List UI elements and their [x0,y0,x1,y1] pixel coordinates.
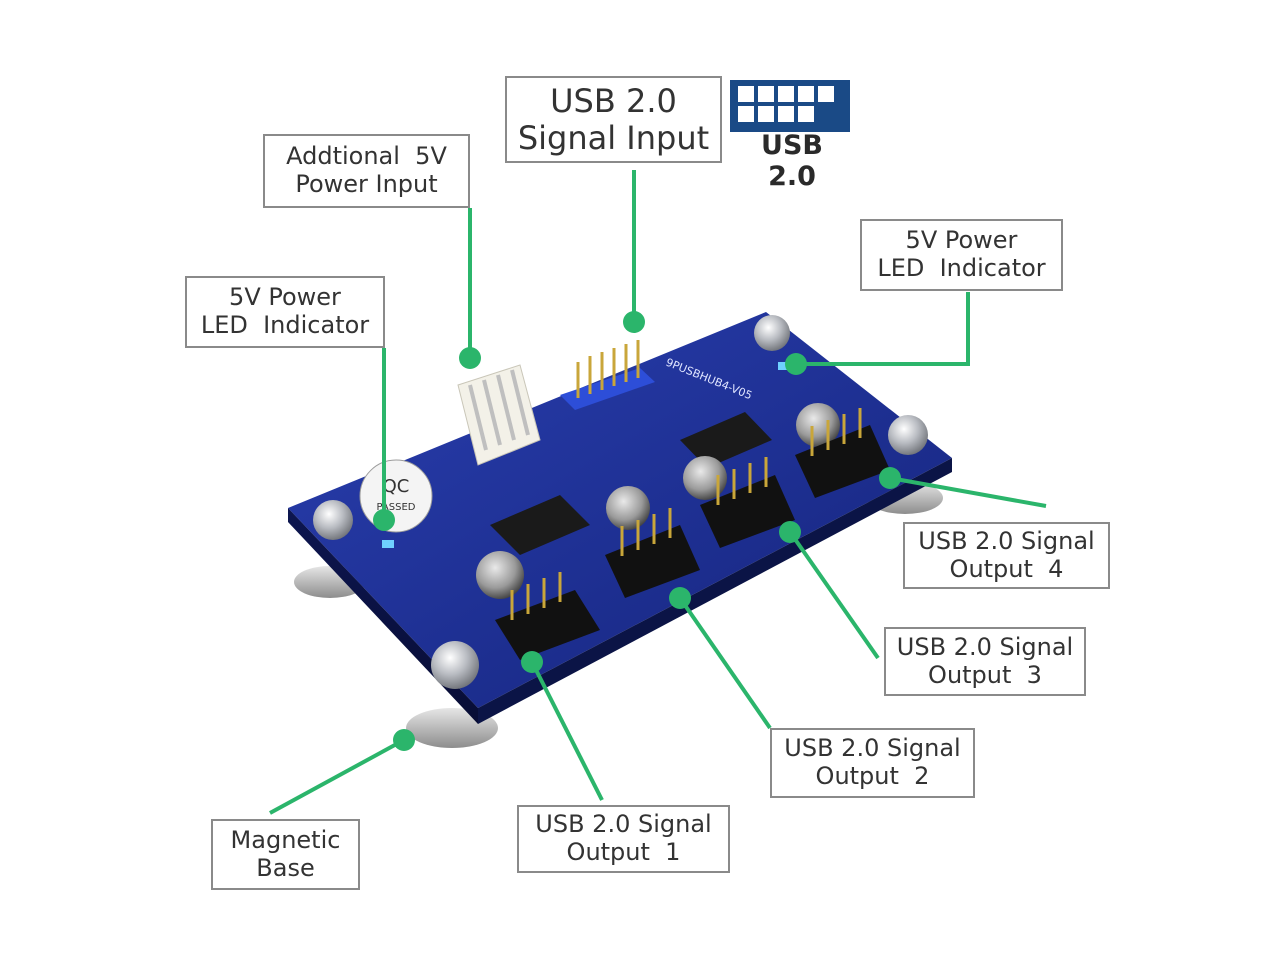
callout-led-left-line2: LED Indicator [200,311,370,339]
callout-magnetic-line2: Base [256,853,315,882]
callout-output2-line1: USB 2.0 Signal [784,734,961,763]
callout-led-right: 5V Power LED Indicator [860,219,1063,291]
callout-additional-power: Addtional 5V Power Input [263,134,470,208]
callout-output4-line1: USB 2.0 Signal [918,526,1095,555]
callout-output3-line1: USB 2.0 Signal [896,632,1074,661]
usb-input-header [560,340,655,410]
callout-usb-signal-input: USB 2.0 Signal Input [505,76,722,163]
capacitors [476,403,840,599]
callout-output-2: USB 2.0 Signal Output 2 [770,728,975,798]
callout-output-4: USB 2.0 Signal Output 4 [903,522,1110,589]
callout-magnetic-line1: Magnetic [230,825,341,854]
leader-lines [269,170,1047,815]
usb-logo-icon [730,80,850,132]
callout-usb-input-line1: USB 2.0 [550,81,677,120]
callout-magnetic-base: Magnetic Base [211,819,360,890]
callout-output-3: USB 2.0 Signal Output 3 [884,627,1086,696]
usb-logo-text: USB 2.0 [761,130,823,192]
callout-led-left-line1: 5V Power [229,283,341,312]
led-indicators [382,362,790,548]
qc-passed-sticker: QC PASSED [359,459,433,533]
callout-output1-line1: USB 2.0 Signal [535,810,712,839]
callout-power-line1: Addtional 5V [286,142,447,171]
callout-usb-input-line2: Signal Input [517,118,710,157]
qc-passed-text: PASSED [377,502,416,513]
qc-text: QC [383,476,410,497]
callout-output2-line2: Output 2 [815,762,930,790]
callout-led-left: 5V Power LED Indicator [185,276,385,348]
output-headers [495,408,890,660]
callout-output3-line2: Output 3 [928,660,1042,689]
callout-output1-line2: Output 1 [566,838,681,866]
callout-output4-line2: Output 4 [949,554,1064,583]
power-connector [457,364,541,466]
callout-led-right-line1: 5V Power [905,226,1018,255]
callout-output-1: USB 2.0 Signal Output 1 [517,805,730,873]
leader-dots [373,311,901,751]
callout-led-right-line2: LED Indicator [877,254,1046,282]
callout-power-line2: Power Input [295,170,438,198]
hub-chips [490,412,772,555]
mounting-nuts [313,315,928,689]
